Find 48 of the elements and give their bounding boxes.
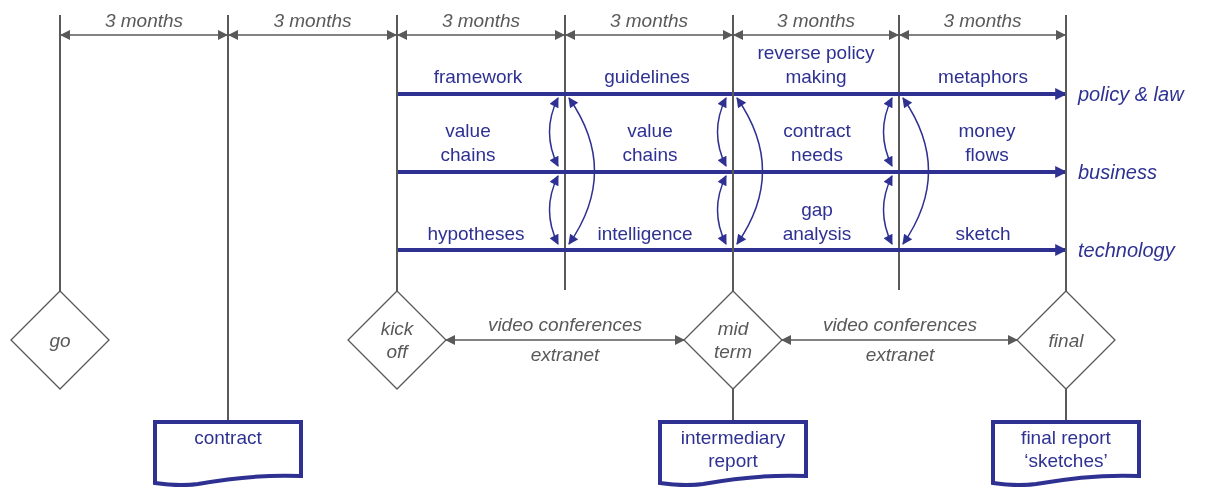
- milestone-label: go: [48, 328, 72, 352]
- duration-label: 3 months: [272, 9, 353, 33]
- milestone-diamond: [348, 291, 446, 389]
- lane-label: technology: [1078, 238, 1177, 262]
- duration-label: 3 months: [942, 9, 1023, 33]
- connector: [1065, 388, 1067, 421]
- duration-label: 3 months: [608, 9, 690, 33]
- document-label: intermediary report: [679, 426, 787, 472]
- lane-label: business: [1078, 160, 1158, 184]
- milestone-label: final: [1047, 328, 1085, 352]
- connector-note: extranet: [864, 343, 936, 367]
- phase-label: contract needs: [782, 119, 852, 167]
- milestone-label: mid term: [713, 317, 753, 363]
- milestone-diamond: [1017, 291, 1115, 389]
- connector: [445, 335, 685, 345]
- connector: [781, 335, 1018, 345]
- lane-label: policy & law: [1078, 82, 1186, 106]
- milestone-label: kick off: [379, 317, 415, 363]
- document-label: contract: [193, 426, 263, 449]
- phase-label: intelligence: [596, 222, 694, 246]
- connector: [732, 388, 734, 421]
- document-shape: [991, 420, 1141, 486]
- document-shape: [658, 420, 808, 486]
- phase-label: value chains: [439, 119, 497, 167]
- document-shape: [153, 420, 303, 486]
- phase-label: money flows: [957, 119, 1017, 167]
- phase-label: gap analysis: [781, 198, 853, 246]
- phase-label: value chains: [621, 119, 679, 167]
- document-label: final report ‘sketches’: [1020, 426, 1112, 472]
- milestone-diamond: [11, 291, 109, 389]
- phase-label: metaphors: [937, 65, 1029, 89]
- duration-label: 3 months: [775, 9, 857, 33]
- phase-label: framework: [432, 65, 524, 89]
- phase-label: reverse policy making: [756, 41, 876, 89]
- duration-label: 3 months: [440, 9, 522, 33]
- timeline-line: [396, 14, 398, 292]
- timeline-line: [1065, 14, 1067, 292]
- phase-label: guidelines: [603, 65, 691, 89]
- timeline-line: [732, 14, 734, 292]
- edge-label: video conferences: [821, 314, 979, 336]
- timeline-line: [59, 14, 61, 292]
- timeline-line: [227, 14, 229, 421]
- milestone-diamond: [684, 291, 782, 389]
- phase-label: sketch: [954, 222, 1012, 246]
- edge-label: video conferences: [486, 314, 644, 336]
- phase-label: hypotheses: [426, 222, 526, 246]
- connector-note: extranet: [529, 343, 601, 367]
- duration-label: 3 months: [103, 9, 185, 33]
